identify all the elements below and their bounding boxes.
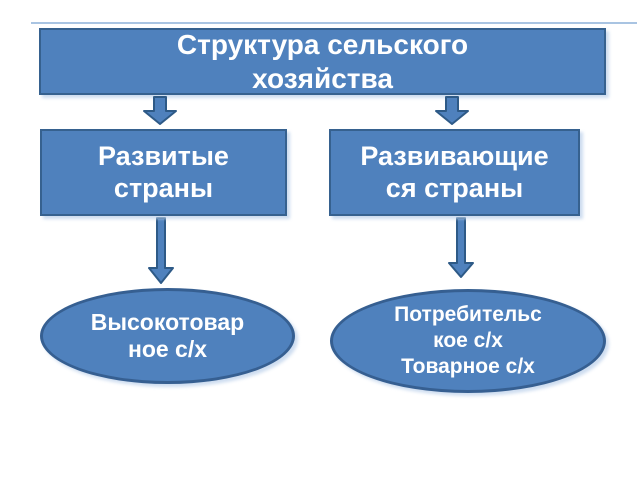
title-box: Структура сельского хозяйства <box>39 28 606 95</box>
developing-countries-label: Развивающие ся страны <box>360 140 549 203</box>
title-box-label: Структура сельского хозяйства <box>176 29 469 94</box>
down-arrow-icon <box>148 217 174 284</box>
developed-countries-label: Развитые страны <box>98 140 229 203</box>
high-commodity-ellipse: Высокотовар ное с/х <box>40 288 295 384</box>
top-divider-line <box>31 22 637 24</box>
consumer-commodity-ellipse: Потребительс кое с/х Товарное с/х <box>330 289 606 393</box>
developing-countries-box: Развивающие ся страны <box>329 129 580 216</box>
down-arrow-icon <box>448 217 474 278</box>
down-arrow-icon <box>435 96 469 125</box>
down-arrow-icon <box>143 96 177 125</box>
high-commodity-label: Высокотовар ное с/х <box>90 308 245 362</box>
developed-countries-box: Развитые страны <box>40 129 287 216</box>
consumer-commodity-label: Потребительс кое с/х Товарное с/х <box>394 302 542 379</box>
